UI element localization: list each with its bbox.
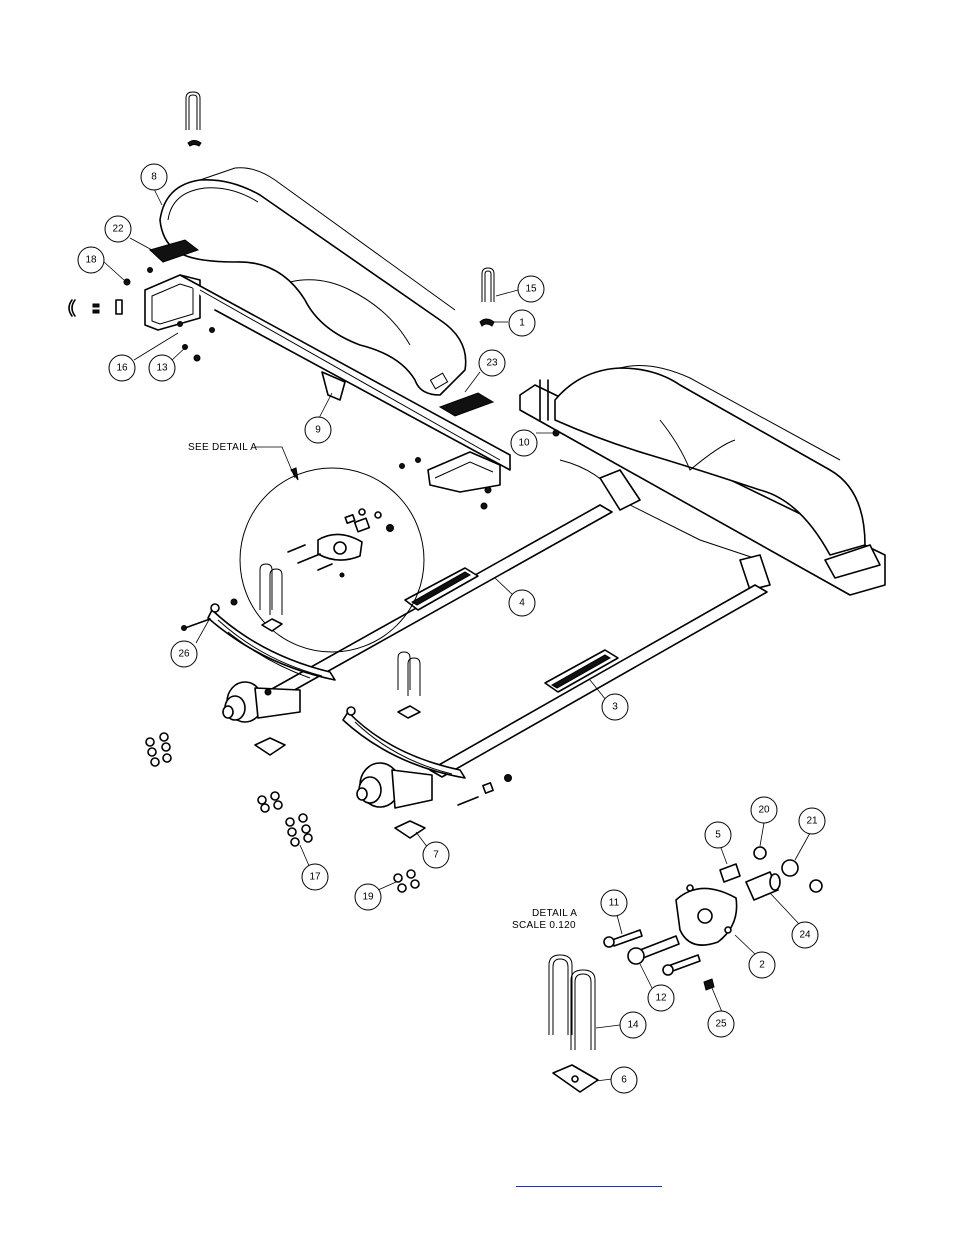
balloon-25: 25 <box>707 1010 735 1038</box>
svg-text:20: 20 <box>758 805 770 816</box>
hub-right <box>356 762 433 809</box>
balloon-17: 17 <box>301 863 329 891</box>
bolts-near-hub-right <box>457 774 512 806</box>
svg-text:17: 17 <box>309 872 321 883</box>
balloon-1: 1 <box>508 309 536 337</box>
leaf-spring-right <box>342 706 466 779</box>
balloon-12: 12 <box>647 984 675 1012</box>
svg-text:7: 7 <box>433 850 439 861</box>
svg-text:9: 9 <box>315 425 321 436</box>
end-cap-pieces <box>68 299 123 317</box>
u-bolt-top <box>185 91 202 147</box>
footer-link-underline[interactable] <box>516 1176 662 1187</box>
svg-text:24: 24 <box>799 930 811 941</box>
detail-circle-parts <box>259 508 394 632</box>
balloon-22: 22 <box>104 215 132 243</box>
balloon-2: 2 <box>748 951 776 979</box>
pad-part-23 <box>438 392 495 417</box>
hub-left <box>222 681 301 723</box>
balloon-24: 24 <box>791 921 819 949</box>
svg-text:13: 13 <box>156 363 168 374</box>
balloon-5: 5 <box>704 821 732 849</box>
leaf-spring-left <box>207 603 336 681</box>
svg-text:3: 3 <box>612 702 618 713</box>
svg-text:19: 19 <box>362 892 374 903</box>
detail-a-title: DETAIL A <box>532 908 577 919</box>
svg-text:25: 25 <box>715 1019 727 1030</box>
balloon-16: 16 <box>108 354 136 382</box>
leader-lines <box>103 188 811 1082</box>
axle-part-3 <box>429 584 768 778</box>
u-bolt-center <box>397 651 421 719</box>
axle-part-4 <box>269 504 613 698</box>
balloon-9: 9 <box>304 416 332 444</box>
svg-text:5: 5 <box>715 830 721 841</box>
svg-text:6: 6 <box>621 1075 627 1086</box>
svg-text:16: 16 <box>116 363 128 374</box>
balloon-11: 11 <box>600 889 628 917</box>
left-side-rail <box>144 274 511 510</box>
balloon-18: 18 <box>77 246 105 274</box>
svg-text:12: 12 <box>655 993 667 1004</box>
spring-plate-left <box>254 737 286 756</box>
balloon-14: 14 <box>619 1011 647 1039</box>
balloon-15: 15 <box>517 275 545 303</box>
balloon-3: 3 <box>601 693 629 721</box>
svg-text:2: 2 <box>759 960 765 971</box>
balloon-23: 23 <box>478 349 506 377</box>
balloon-19: 19 <box>354 883 382 911</box>
see-detail-label: SEE DETAIL A <box>188 442 257 453</box>
detail-a-scale: SCALE 0.120 <box>512 920 576 931</box>
svg-text:4: 4 <box>519 598 525 609</box>
svg-text:10: 10 <box>518 438 530 449</box>
nut-part-18 <box>123 278 131 286</box>
svg-text:26: 26 <box>178 649 190 660</box>
svg-text:22: 22 <box>112 224 124 235</box>
spring-plate-part-7 <box>394 820 426 839</box>
svg-text:11: 11 <box>609 898 620 909</box>
balloon-26: 26 <box>170 640 198 668</box>
balloon-21: 21 <box>798 807 826 835</box>
see-detail-leader <box>255 446 296 479</box>
right-fender-assembly <box>519 365 886 596</box>
svg-text:8: 8 <box>151 172 157 183</box>
svg-text:18: 18 <box>85 255 97 266</box>
balloon-7: 7 <box>422 841 450 869</box>
nut-cluster-part-17 <box>257 791 313 847</box>
balloon-10: 10 <box>510 429 538 457</box>
balloon-4: 4 <box>508 589 536 617</box>
detail-a-circle <box>239 467 425 653</box>
bolt-part-26 <box>184 618 211 629</box>
nut-cluster-part-19 <box>393 869 420 893</box>
balloon-6: 6 <box>610 1066 638 1094</box>
balloon-20: 20 <box>750 796 778 824</box>
balloon-13: 13 <box>148 354 176 382</box>
u-bolt-part-15 <box>479 267 495 327</box>
svg-text:1: 1 <box>519 318 525 329</box>
svg-text:23: 23 <box>486 358 498 369</box>
balloon-8: 8 <box>140 163 168 191</box>
svg-text:15: 15 <box>525 284 537 295</box>
detail-a-parts <box>548 846 823 1093</box>
pad-part-22 <box>149 239 200 263</box>
nut-cluster-left <box>145 732 172 767</box>
svg-text:21: 21 <box>806 816 818 827</box>
svg-text:14: 14 <box>627 1020 639 1031</box>
left-fender <box>159 167 467 396</box>
